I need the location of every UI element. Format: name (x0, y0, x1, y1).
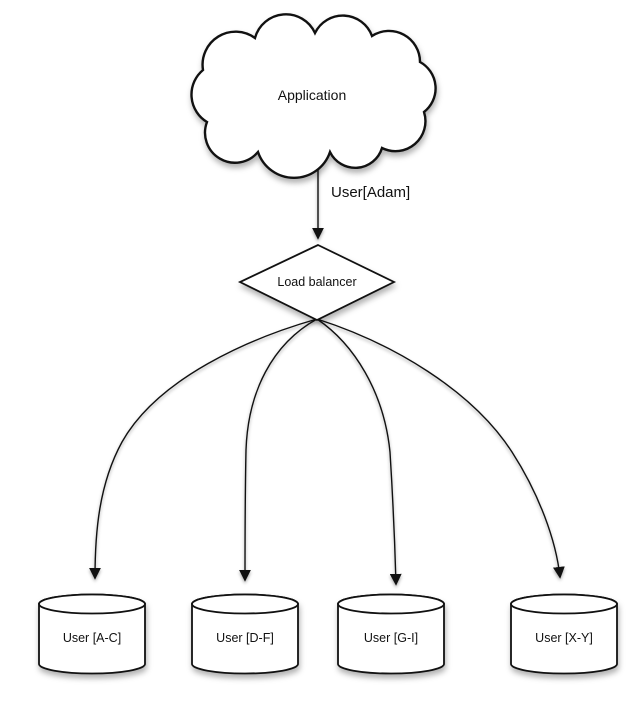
shard-cylinder-2 (337, 593, 445, 675)
edge-user-adam-label: User[Adam] (331, 184, 411, 201)
edge-loadbalancer-to-shard-2 (316, 318, 402, 586)
edge-loadbalancer-to-shard-0 (89, 318, 318, 580)
shapes-layer (38, 13, 618, 675)
shard-label-a-c: User [A-C] (62, 631, 122, 645)
shard-cylinder-3 (510, 593, 618, 675)
load-balancer-label: Load balancer (277, 275, 357, 289)
cylinder-top-rim (510, 593, 618, 615)
load-balancer-diamond-shape (237, 244, 397, 322)
shard-label-d-f: User [D-F] (216, 631, 274, 645)
cylinder-top-rim (337, 593, 445, 615)
application-label: Application (277, 87, 347, 103)
shard-cylinder-1 (191, 593, 299, 675)
edge-loadbalancer-to-shard-1 (239, 318, 318, 582)
edges-layer (89, 156, 565, 586)
cylinder-top-rim (191, 593, 299, 615)
shard-label-g-i: User [G-I] (363, 631, 419, 645)
cylinder-top-rim (38, 593, 146, 615)
application-cloud-shape (190, 13, 437, 179)
edge-loadbalancer-to-shard-3 (316, 318, 565, 579)
shard-label-x-y: User [X-Y] (535, 631, 593, 645)
shard-cylinder-0 (38, 593, 146, 675)
